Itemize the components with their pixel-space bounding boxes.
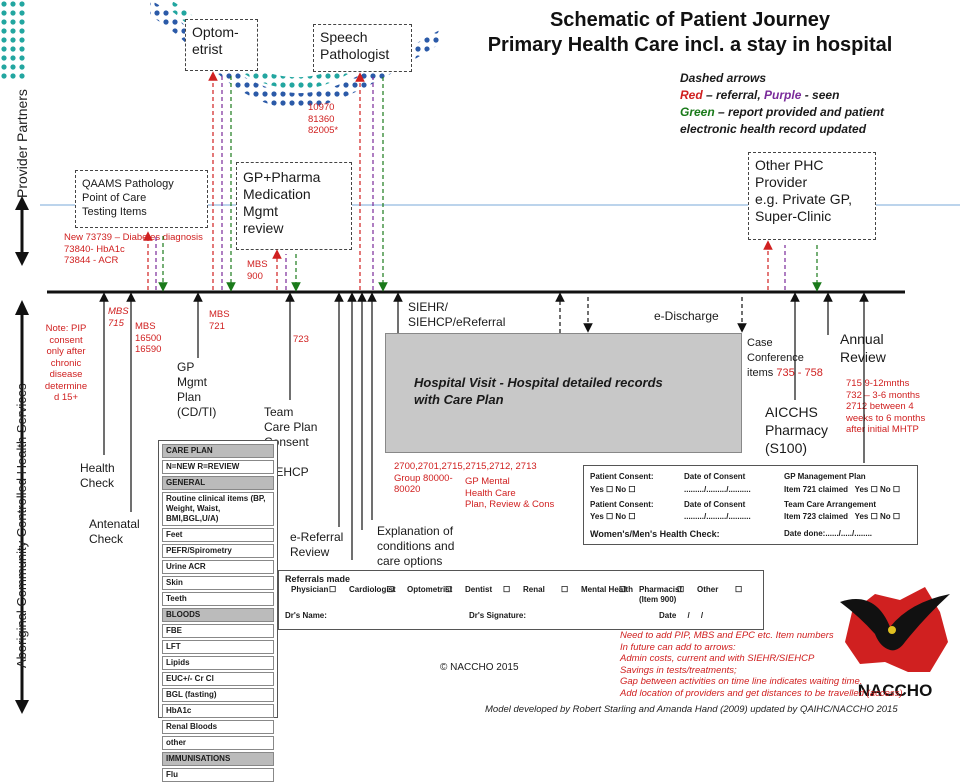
care-plan-row: FBE (162, 624, 274, 638)
legend: Dashed arrows Red – referral, Purple - s… (680, 71, 885, 136)
referral-column: Physician (291, 585, 329, 594)
naccho-wordmark: NACCHO (858, 681, 933, 700)
naccho-logo: NACCHO (840, 587, 950, 700)
referral-column: Dentist (465, 585, 493, 594)
care-plan-row: BGL (fasting) (162, 688, 274, 702)
care-plan-row: LFT (162, 640, 274, 654)
referral-checkbox[interactable]: ☐ (735, 585, 743, 594)
footer-credit: Model developed by Robert Starling and A… (485, 704, 898, 715)
referral-column: Renal (523, 585, 545, 594)
dot-band-left (0, 0, 26, 80)
care-plan-row: Urine ACR (162, 560, 274, 574)
black-arrows (99, 292, 869, 560)
wave-band (150, 0, 440, 109)
green-arrows (158, 76, 822, 292)
referral-checkbox[interactable]: ☐ (677, 585, 685, 594)
care-plan-row: IMMUNISATIONS (162, 752, 274, 766)
referral-column: Pharmacist (Item 900) (639, 585, 683, 604)
red-arrows (143, 71, 773, 290)
referral-column: Mental Health (581, 585, 634, 594)
care-plan-row: other (162, 736, 274, 750)
referrals-form: Referrals made Physician☐Cardiologist☐Op… (278, 570, 764, 630)
edischarge-label: e-Discharge (654, 309, 719, 323)
care-plan-row: BLOODS (162, 608, 274, 622)
referral-checkbox[interactable]: ☐ (387, 585, 395, 594)
referral-checkbox[interactable]: ☐ (619, 585, 627, 594)
page-title: Schematic of Patient Journey Primary Hea… (487, 9, 893, 56)
purple-arrows (155, 76, 786, 290)
care-plan-row: N=NEW R=REVIEW (162, 460, 274, 474)
referral-column: Cardiologist (349, 585, 396, 594)
care-plan-row: Renal Bloods (162, 720, 274, 734)
future-notes: Need to add PIP, MBS and EPC etc. Item n… (620, 630, 903, 699)
care-plan-row: PEFR/Spirometry (162, 544, 274, 558)
hospital-visit-box: Hospital Visit - Hospital detailed recor… (385, 333, 742, 453)
dashed-black-arrows (555, 292, 747, 333)
siehr-label: SIEHR/SIEHCP/eReferral (408, 300, 506, 329)
care-plan-row: Routine clinical items (BP, Weight, Wais… (162, 492, 274, 526)
care-plan-row: Flu (162, 768, 274, 782)
arrows-layer (99, 71, 869, 560)
care-plan-row: GENERAL (162, 476, 274, 490)
copyright: © NACCHO 2015 (440, 662, 519, 673)
referral-checkbox[interactable]: ☐ (503, 585, 511, 594)
referral-checkbox[interactable]: ☐ (445, 585, 453, 594)
care-plan-row: Feet (162, 528, 274, 542)
referral-column: Other (697, 585, 719, 594)
care-plan-row: HbA1c (162, 704, 274, 718)
referral-checkbox[interactable]: ☐ (561, 585, 569, 594)
care-plan-row: Teeth (162, 592, 274, 606)
hospital-visit-text: Hospital Visit - Hospital detailed recor… (414, 375, 663, 407)
optometrist-box: Optom-etrist (185, 19, 258, 71)
care-plan-form: CARE PLAN N=NEW R=REVIEW GENERAL Routine cl… (158, 440, 278, 782)
side-arrows (15, 196, 29, 714)
consent-form: Patient Consent: Yes ☐ No ☐ Date of Cons… (583, 465, 918, 545)
care-plan-row: Lipids (162, 656, 274, 670)
care-plan-row: CARE PLAN (162, 444, 274, 458)
care-plan-row: EUC+/- Cr Cl (162, 672, 274, 686)
referral-checkbox[interactable]: ☐ (329, 585, 337, 594)
referral-column: Optometrist (407, 585, 453, 594)
care-plan-row: Skin (162, 576, 274, 590)
eagle-icon (840, 594, 950, 651)
item723: 723 (293, 334, 309, 345)
